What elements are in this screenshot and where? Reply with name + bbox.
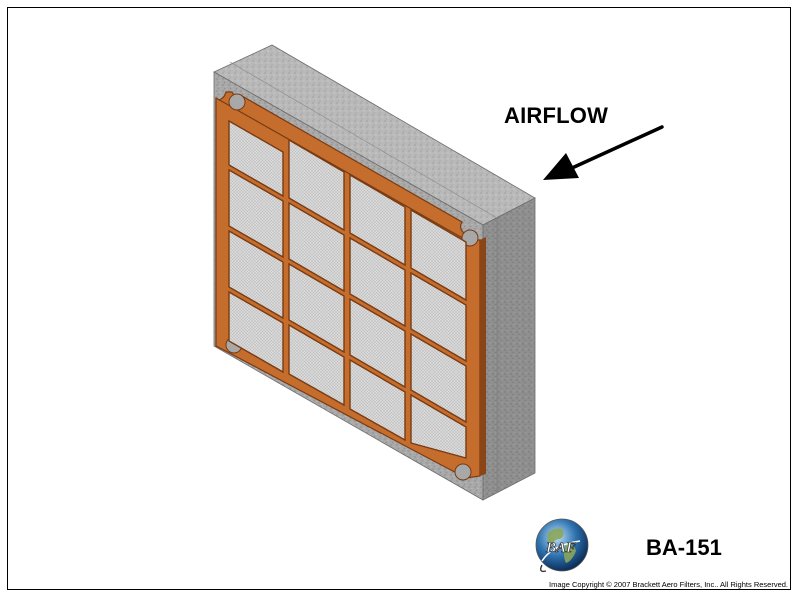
svg-text:BAF: BAF	[545, 540, 576, 556]
foam-side-face	[482, 197, 536, 501]
airflow-label: AIRFLOW	[504, 103, 609, 128]
airflow-arrow	[543, 125, 664, 180]
mesh-grid	[228, 119, 467, 459]
baf-logo: BAF	[535, 518, 589, 573]
model-number: BA-151	[646, 535, 722, 560]
copyright-notice: Image Copyright © 2007 Brackett Aero Fil…	[549, 580, 788, 589]
